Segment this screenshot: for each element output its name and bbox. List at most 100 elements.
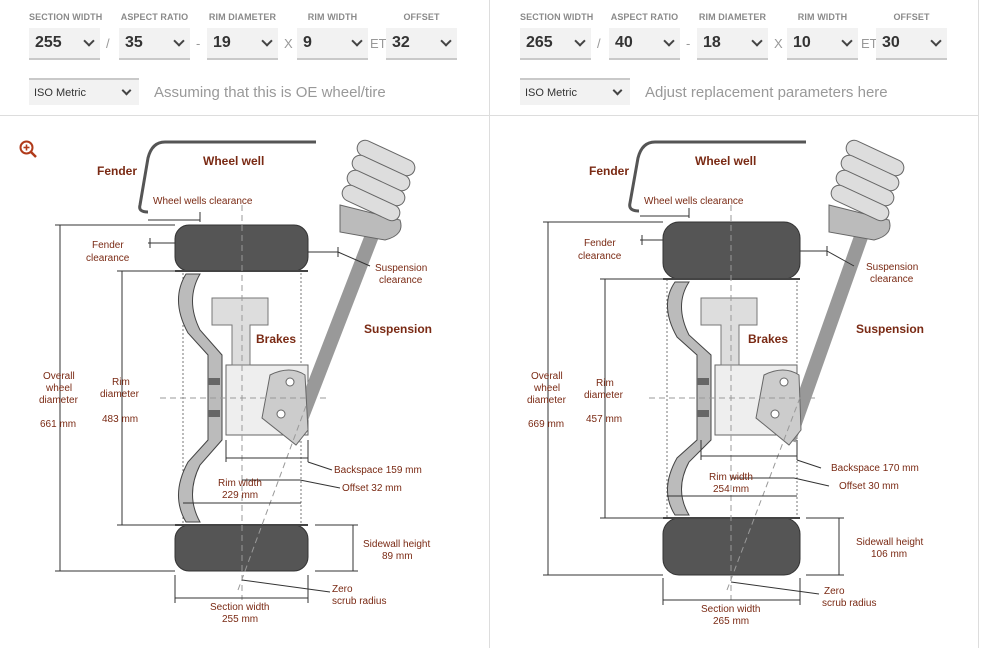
chevron-down-icon xyxy=(841,35,853,47)
fender-shape xyxy=(138,140,316,214)
chevron-down-icon xyxy=(612,85,623,96)
unit-system-select[interactable]: ISO Metric xyxy=(520,78,630,105)
sidewall-height-mm: 106 mm xyxy=(871,549,907,560)
unit-system-select[interactable]: ISO Metric xyxy=(29,78,139,105)
separator-slash: / xyxy=(106,36,110,51)
fender-shape xyxy=(628,140,806,213)
svg-text:clearance: clearance xyxy=(578,251,622,262)
diagram-group: Fender Wheel well Wheel wells clearance … xyxy=(527,139,924,627)
parameter-header: SECTION WIDTH 265 / ASPECT RATIO 40 - RI… xyxy=(489,0,978,116)
separator-et: ET xyxy=(370,36,387,51)
chevron-down-icon xyxy=(173,35,185,47)
brakes-label: Brakes xyxy=(256,332,296,346)
rim-diameter-label: Rim xyxy=(596,378,614,389)
separator-et: ET xyxy=(861,36,878,51)
rim-width-mm: 229 mm xyxy=(222,490,258,501)
spring-coils xyxy=(341,139,416,222)
rim-width-label: Rim width xyxy=(709,472,753,483)
section-width-mm: 255 mm xyxy=(222,614,258,625)
fender-label: Fender xyxy=(589,164,629,178)
spring-seat xyxy=(339,204,402,241)
wheel-wells-clearance-label: Wheel wells clearance xyxy=(153,196,253,207)
rim-width-mm: 254 mm xyxy=(713,484,749,495)
diagram-group: Fender Wheel well Wheel wells clearance … xyxy=(39,139,432,625)
brake-caliper xyxy=(700,297,758,366)
svg-text:diameter: diameter xyxy=(584,390,624,401)
rim-diameter-label: Rim xyxy=(112,377,130,388)
backspace-label: Backspace 170 mm xyxy=(831,463,919,474)
sidewall-height-label: Sidewall height xyxy=(856,537,923,548)
separator-slash: / xyxy=(597,36,601,51)
svg-text:diameter: diameter xyxy=(527,395,567,406)
rim-diameter-value: 19 xyxy=(213,34,231,51)
overall-diameter-value: 661 mm xyxy=(40,419,76,430)
svg-text:wheel: wheel xyxy=(45,383,72,394)
panel-note: Assuming that this is OE wheel/tire xyxy=(154,84,386,101)
overall-diameter-label: Overall xyxy=(43,371,75,382)
svg-text:clearance: clearance xyxy=(379,275,423,286)
offset-value: 32 xyxy=(392,34,410,51)
offset-label: Offset 32 mm xyxy=(342,483,402,494)
rim-width-value: 9 xyxy=(303,34,312,51)
spring-coils xyxy=(830,139,905,222)
lug xyxy=(697,378,709,385)
replacement-tire-panel: SECTION WIDTH 265 / ASPECT RATIO 40 - RI… xyxy=(489,0,979,648)
svg-text:clearance: clearance xyxy=(86,253,130,264)
separator-x: X xyxy=(284,36,293,51)
rim-diameter-value: 18 xyxy=(703,34,721,51)
current-tire-panel: SECTION WIDTH 255 / ASPECT RATIO 35 - RI… xyxy=(0,0,490,648)
wheel-well-label: Wheel well xyxy=(203,154,264,168)
chevron-down-icon xyxy=(751,35,763,47)
chevron-down-icon xyxy=(663,35,675,47)
offset-label: Offset 30 mm xyxy=(839,481,899,492)
spring-seat xyxy=(828,204,891,241)
fender-label: Fender xyxy=(97,164,137,178)
knuckle xyxy=(261,369,309,446)
kingpin-line xyxy=(237,394,311,591)
aspect-ratio-value: 40 xyxy=(615,34,633,51)
lug xyxy=(697,410,709,417)
separator-dash: - xyxy=(196,36,201,51)
lug xyxy=(208,378,220,385)
dimension-lines xyxy=(55,212,371,603)
suspension-strut xyxy=(782,217,874,443)
backspace-label: Backspace 159 mm xyxy=(334,465,422,476)
fender-clearance-label: Fender xyxy=(92,240,124,251)
lug xyxy=(208,410,220,417)
wheel-well-label: Wheel well xyxy=(695,154,756,168)
chevron-down-icon xyxy=(83,35,95,47)
svg-text:wheel: wheel xyxy=(533,383,560,394)
svg-text:diameter: diameter xyxy=(100,389,140,400)
svg-text:diameter: diameter xyxy=(39,395,79,406)
rim-width-value: 10 xyxy=(793,34,811,51)
zero-scrub-label: Zero xyxy=(332,584,353,595)
parameter-header: SECTION WIDTH 255 / ASPECT RATIO 35 - RI… xyxy=(0,0,489,116)
section-width-mm: 265 mm xyxy=(713,616,749,627)
separator-dash: - xyxy=(686,36,691,51)
brake-caliper xyxy=(211,297,269,366)
brakes-label: Brakes xyxy=(748,332,788,346)
svg-text:scrub radius: scrub radius xyxy=(822,598,876,609)
wheel-fitment-diagram: Fender Wheel well Wheel wells clearance … xyxy=(527,139,924,627)
sidewall-height-label: Sidewall height xyxy=(363,539,430,550)
kingpin-line xyxy=(726,394,802,591)
suspension-label: Suspension xyxy=(856,322,924,336)
rim-diameter-mm: 483 mm xyxy=(102,414,138,425)
overall-diameter-value: 669 mm xyxy=(528,419,564,430)
wheel-wells-clearance-label: Wheel wells clearance xyxy=(644,196,744,207)
section-width-value: 265 xyxy=(526,34,553,51)
offset-value: 30 xyxy=(882,34,900,51)
chevron-down-icon xyxy=(440,35,452,47)
sidewall-height-mm: 89 mm xyxy=(382,551,413,562)
zoom-in-icon[interactable] xyxy=(19,140,37,158)
section-width-label: Section width xyxy=(210,602,269,613)
suspension-clearance-label: Suspension xyxy=(866,262,918,273)
panel-note: Adjust replacement parameters here xyxy=(645,84,888,101)
knuckle xyxy=(755,369,802,446)
separator-x: X xyxy=(774,36,783,51)
wheel-fitment-diagram: Fender Wheel well Wheel wells clearance … xyxy=(39,139,432,625)
suspension-clearance-label: Suspension xyxy=(375,263,427,274)
zero-scrub-label: Zero xyxy=(824,586,845,597)
chevron-down-icon xyxy=(930,35,942,47)
overall-diameter-label: Overall xyxy=(531,371,563,382)
